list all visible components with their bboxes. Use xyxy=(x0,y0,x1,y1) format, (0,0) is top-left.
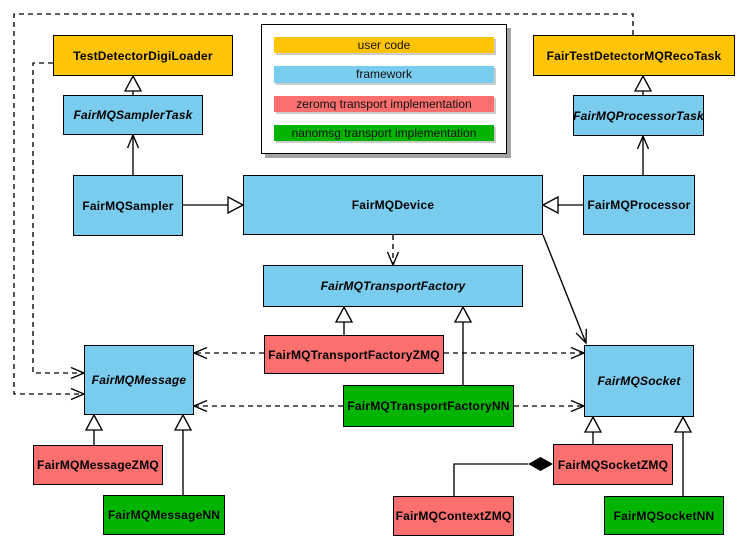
class-box-fairmqsocketzmq[interactable]: FairMQSocketZMQ xyxy=(553,444,673,485)
arrowhead-triangle-messagezmq-inherits-message xyxy=(84,413,104,431)
arrowhead-open-transportfactorynn-creates-message xyxy=(192,399,208,413)
class-label-fairmqmessage: FairMQMessage xyxy=(91,373,187,387)
legend-item-user-code: user code xyxy=(274,37,494,54)
legend-label: zeromq transport implementation xyxy=(296,96,472,111)
class-label-fairmqmessagenn: FairMQMessageNN xyxy=(107,508,221,522)
class-label-fairmqtransportfactoryzmq: FairMQTransportFactoryZMQ xyxy=(268,347,440,362)
arrowhead-open-transportfactoryzmq-creates-message xyxy=(192,346,208,360)
class-box-fairmqmessagenn[interactable]: FairMQMessageNN xyxy=(103,495,225,535)
arrowhead-open-transportfactorynn-creates-socket xyxy=(570,399,586,413)
class-label-fairmqdevice: FairMQDevice xyxy=(351,198,435,212)
arrowhead-open-device-uses-socket xyxy=(575,328,587,345)
arrowhead-open-transportfactoryzmq-creates-socket xyxy=(570,346,586,360)
arrowhead-open-device-depends-transportfactory xyxy=(386,251,400,267)
class-label-fairmqprocessortask: FairMQProcessorTask xyxy=(573,108,704,123)
legend-item-framework: framework xyxy=(274,66,494,83)
class-label-fairmqsamplertask: FairMQSamplerTask xyxy=(73,108,193,122)
class-box-fairmqsocket[interactable]: FairMQSocket xyxy=(584,345,694,417)
class-label-fairmqtransportfactory: FairMQTransportFactory xyxy=(320,279,466,293)
arrowhead-triangle-socketzmq-inherits-socket xyxy=(583,415,603,433)
arrowhead-triangle-transportfactoryzmq-inherits-transportfactory xyxy=(334,305,354,323)
class-label-fairmqsampler: FairMQSampler xyxy=(82,198,174,213)
class-label-fairmqmessagezmq: FairMQMessageZMQ xyxy=(37,458,159,472)
class-label-fairmqtransportfactorynn: FairMQTransportFactoryNN xyxy=(347,399,510,413)
edge-contextzmq-composition-socketzmq xyxy=(453,463,528,496)
arrowhead-triangle-sampler-inherits-device xyxy=(227,195,245,215)
arrowhead-diamond-contextzmq-composition-socketzmq xyxy=(528,457,553,471)
class-box-fairtestdetectormqrecotask[interactable]: FairTestDetectorMQRecoTask xyxy=(533,35,735,76)
legend-item-nanomsg: nanomsg transport implementation xyxy=(274,124,494,141)
arrowhead-triangle-samplertask-inherits-digiloader xyxy=(123,74,143,92)
arrowhead-open-recotask-depends-message-outer xyxy=(70,387,86,401)
arrowhead-open-sampler-uses-samplertask xyxy=(126,133,140,149)
class-box-testdetectordigiloader[interactable]: TestDetectorDigiLoader xyxy=(53,35,233,76)
class-box-fairmqsampler[interactable]: FairMQSampler xyxy=(73,175,183,236)
class-label-fairmqcontextzmq: FairMQContextZMQ xyxy=(395,509,512,523)
class-box-fairmqtransportfactory[interactable]: FairMQTransportFactory xyxy=(263,265,523,307)
class-label-fairmqsocketnn: FairMQSocketNN xyxy=(613,508,715,523)
class-box-fairmqsamplertask[interactable]: FairMQSamplerTask xyxy=(63,95,203,135)
arrowhead-triangle-processor-inherits-device xyxy=(541,195,559,215)
arrowhead-open-processor-uses-processortask xyxy=(636,134,650,150)
class-box-fairmqtransportfactorynn[interactable]: FairMQTransportFactoryNN xyxy=(343,385,514,427)
legend-label: nanomsg transport implementation xyxy=(291,125,477,140)
class-label-testdetectordigiloader: TestDetectorDigiLoader xyxy=(73,48,213,63)
class-box-fairmqsocketnn[interactable]: FairMQSocketNN xyxy=(604,496,724,535)
class-box-fairmqcontextzmq[interactable]: FairMQContextZMQ xyxy=(393,496,514,536)
class-box-fairmqmessagezmq[interactable]: FairMQMessageZMQ xyxy=(33,445,163,485)
arrowhead-triangle-transportfactorynn-inherits-transportfactory xyxy=(453,305,473,323)
class-box-fairmqprocessor[interactable]: FairMQProcessor xyxy=(583,175,695,235)
class-label-fairmqsocketzmq: FairMQSocketZMQ xyxy=(557,457,669,472)
arrowhead-open-digiloader-depends-message xyxy=(70,366,86,380)
class-label-fairtestdetectormqrecotask: FairTestDetectorMQRecoTask xyxy=(546,48,722,63)
edge-device-uses-socket xyxy=(542,234,587,344)
legend-label: user code xyxy=(357,38,411,53)
arrowhead-triangle-processortask-inherits-recotask xyxy=(633,74,653,92)
legend-box: user code framework zeromq transport imple… xyxy=(261,24,507,154)
arrowhead-triangle-socketnn-inherits-socket xyxy=(673,415,693,433)
class-label-fairmqprocessor: FairMQProcessor xyxy=(587,198,691,212)
class-box-fairmqtransportfactoryzmq[interactable]: FairMQTransportFactoryZMQ xyxy=(264,335,444,374)
class-label-fairmqsocket: FairMQSocket xyxy=(597,374,681,388)
class-box-fairmqmessage[interactable]: FairMQMessage xyxy=(84,345,194,415)
legend-item-zeromq: zeromq transport implementation xyxy=(274,95,494,112)
arrowhead-triangle-messagenn-inherits-message xyxy=(173,413,193,431)
class-box-fairmqprocessortask[interactable]: FairMQProcessorTask xyxy=(573,95,704,136)
legend-label: framework xyxy=(355,67,412,82)
class-box-fairmqdevice[interactable]: FairMQDevice xyxy=(243,175,543,235)
